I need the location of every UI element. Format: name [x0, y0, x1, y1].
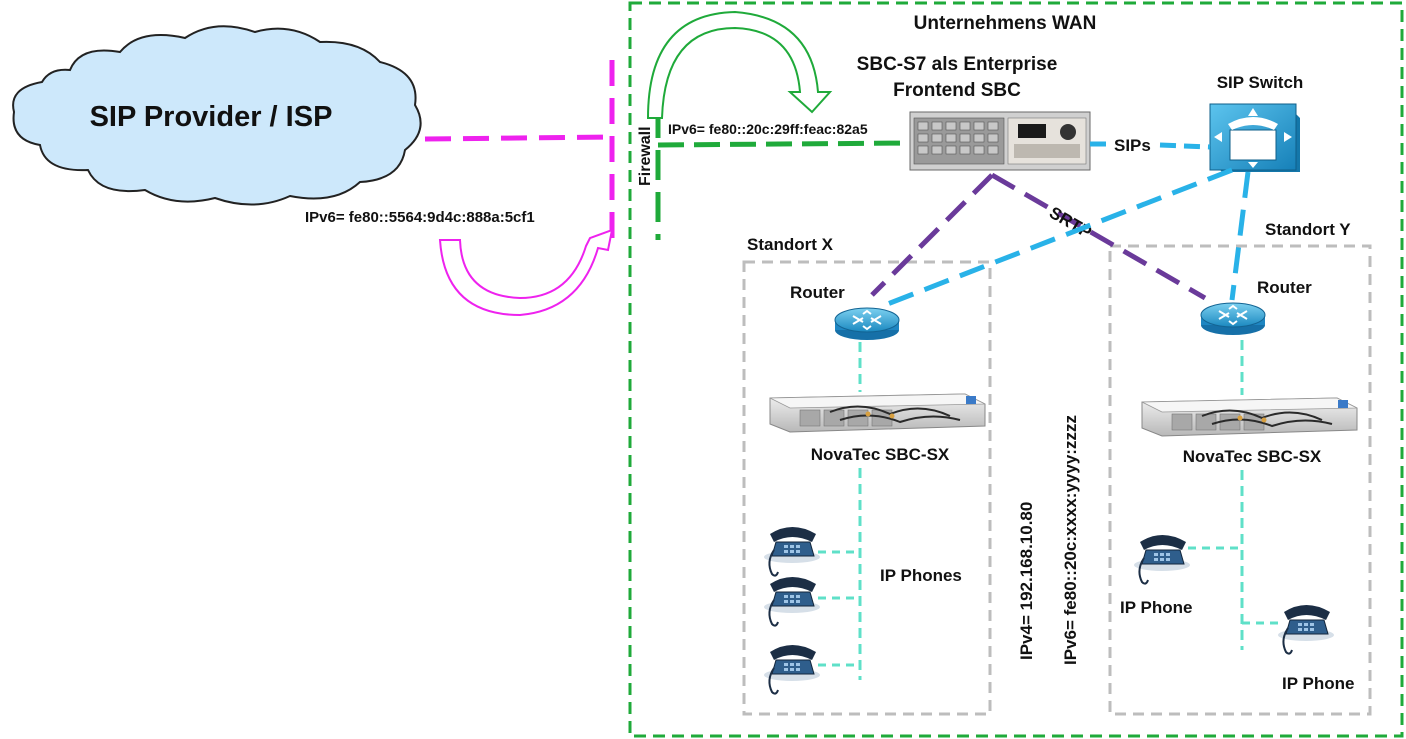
site-y-phone1-label: IP Phone — [1120, 598, 1192, 617]
sip-switch-label: SIP Switch — [1217, 73, 1304, 92]
site-y-boundary — [1108, 244, 1372, 716]
sip-switch-icon — [1209, 103, 1300, 172]
sips-label: SIPs — [1114, 136, 1151, 155]
sips-link-right — [1159, 142, 1211, 150]
ip-phone-icon — [763, 576, 821, 627]
ip-phone-icon — [1277, 604, 1335, 655]
site-y-phone2-label: IP Phone — [1282, 674, 1354, 693]
site-x-router-icon — [834, 307, 900, 341]
sip-link-site-x — [884, 167, 1233, 308]
site-y-router-label: Router — [1257, 278, 1312, 297]
wan-boundary — [628, 1, 1404, 738]
ip-phone-icon — [763, 644, 821, 695]
srtp-link-site-y — [990, 172, 1207, 301]
ipv6-address-label: IPv6= fe80::20c:xxxx:yyyy:zzzz — [1061, 415, 1080, 665]
site-y-sbc-device-icon — [1141, 397, 1358, 437]
firewall-label: Firewall — [637, 126, 654, 186]
srtp-link-site-x — [870, 173, 994, 297]
site-x-label: Standort X — [747, 235, 834, 254]
ip-phone-icon — [763, 526, 821, 577]
frontend-sbc-label-line2: Frontend SBC — [893, 80, 1021, 101]
site-y-router-icon — [1200, 302, 1266, 336]
wan-link — [657, 140, 911, 148]
srtp-label: SRTP — [1046, 203, 1095, 242]
wan-curved-arrow — [646, 10, 833, 119]
ip-phone-icon — [1133, 534, 1191, 585]
sip-link-site-y — [1229, 171, 1251, 301]
isp-cloud-icon — [12, 25, 422, 206]
site-y-label: Standort Y — [1265, 220, 1351, 239]
frontend-sbc-ip-label: IPv6= fe80::20c:29ff:feac:82a5 — [668, 121, 868, 137]
wan-title: Unternehmens WAN — [914, 13, 1097, 34]
frontend-sbc-label-line1: SBC-S7 als Enterprise — [857, 54, 1058, 75]
site-x-phones-label: IP Phones — [880, 566, 962, 585]
site-y-sbc-label: NovaTec SBC-SX — [1183, 447, 1322, 466]
provider-ip-label: IPv6= fe80::5564:9d4c:888a:5cf1 — [305, 209, 535, 226]
ipv4-address-label: IPv4= 192.168.10.80 — [1017, 502, 1036, 660]
isp-link — [424, 134, 613, 142]
site-x-router-label: Router — [790, 283, 845, 302]
site-x-sbc-label: NovaTec SBC-SX — [811, 445, 950, 464]
site-x-sbc-device-icon — [769, 393, 986, 433]
cloud-label: SIP Provider / ISP — [90, 101, 333, 133]
site-x-boundary — [742, 260, 992, 716]
frontend-sbc-device-icon — [909, 111, 1091, 171]
isp-curved-arrow — [438, 228, 614, 317]
